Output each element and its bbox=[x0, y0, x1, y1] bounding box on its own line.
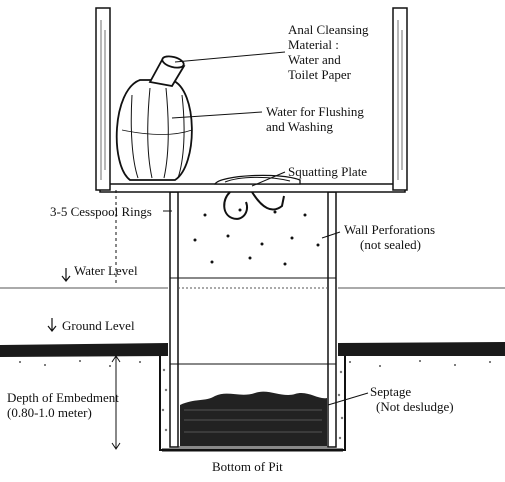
water-jar bbox=[115, 55, 193, 181]
leader-lines bbox=[111, 51, 369, 450]
label-squatting-plate: Squatting Plate bbox=[288, 164, 368, 179]
superstructure-posts bbox=[95, 7, 408, 191]
label-water-for-flushing: Water for Flushing and Washing bbox=[266, 104, 364, 134]
label-wall-perforations: Wall Perforations (not sealed) bbox=[344, 222, 436, 252]
label-anal-cleansing: Anal Cleansing Material : Water and Toil… bbox=[288, 22, 369, 82]
level-markers bbox=[47, 268, 71, 332]
label-water-level: Water Level bbox=[74, 263, 138, 278]
label-depth-of-embedment: Depth of Embedment (0.80-1.0 meter) bbox=[7, 390, 119, 420]
septage-pile bbox=[180, 391, 327, 446]
label-septage: Septage (Not desludge) bbox=[370, 384, 454, 414]
label-bottom-of-pit: Bottom of Pit bbox=[212, 459, 283, 474]
label-ground-level: Ground Level bbox=[62, 318, 135, 333]
wall-perforation-dots bbox=[193, 208, 320, 266]
ground-surface bbox=[0, 342, 505, 376]
label-cesspool-rings: 3-5 Cesspool Rings bbox=[50, 204, 152, 219]
pit-excavation bbox=[159, 356, 346, 452]
